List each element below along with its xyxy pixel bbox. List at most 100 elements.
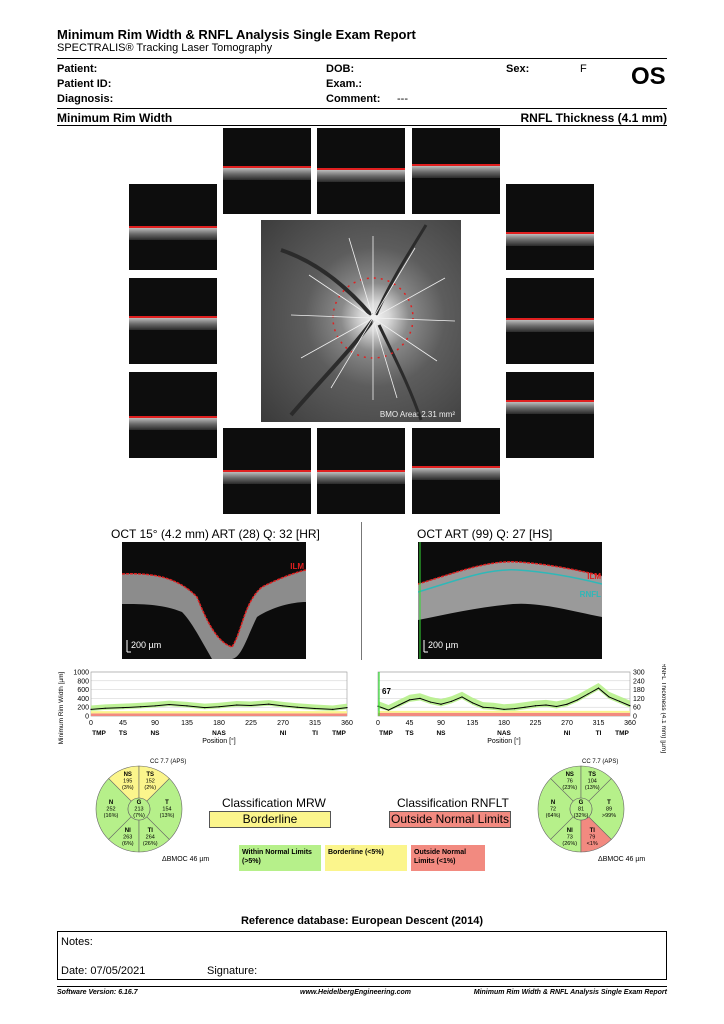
y-axis-label: Minimum Rim Width [µm] — [58, 671, 65, 744]
borderline-band — [378, 710, 630, 713]
sector-text: (26%) — [143, 841, 158, 847]
patient-label: Patient: — [57, 63, 98, 75]
mrw-section-title: Minimum Rim Width — [57, 111, 173, 125]
classification-mrw-title: Classification MRW — [222, 796, 326, 810]
oct-right-scan: 200 µm ILM RNFL — [418, 542, 602, 659]
radial-scan — [223, 128, 311, 214]
comment-value: --- — [397, 93, 408, 105]
data-point — [204, 707, 206, 709]
radial-scan — [506, 184, 594, 270]
sector-label: NS — [150, 730, 160, 737]
sector-text: 89 — [606, 807, 612, 813]
sector-label: TI — [312, 730, 318, 737]
x-tick-label: 315 — [593, 720, 605, 727]
sector-label: NS — [436, 730, 446, 737]
x-tick-label: 90 — [437, 720, 445, 727]
data-point — [408, 699, 411, 701]
data-point — [282, 705, 284, 707]
sector-text: N — [109, 800, 113, 806]
delta-value: BMOC 46 µm — [166, 856, 210, 863]
data-point — [555, 705, 558, 708]
sector-text: 81 — [578, 807, 584, 813]
x-tick-label: 225 — [530, 720, 542, 727]
rnfl-section-title: RNFL Thickness (4.1 mm) — [520, 111, 667, 125]
sector-text: NI — [125, 828, 131, 834]
data-point — [492, 707, 495, 709]
data-point — [154, 705, 156, 707]
dob-label: DOB: — [326, 63, 355, 75]
data-point — [503, 708, 505, 710]
x-tick-label: 315 — [309, 720, 321, 727]
sector-g — [127, 797, 151, 821]
sector-text: 79 — [589, 834, 595, 840]
sector-text: G — [137, 800, 142, 806]
outside-normal-band — [378, 712, 630, 716]
sector-text: (3%) — [122, 785, 134, 791]
comment-label: Comment: — [326, 93, 381, 105]
data-point — [398, 704, 400, 706]
outside-normal-band — [91, 713, 347, 716]
data-point — [576, 699, 579, 701]
legend-outside-normal: Outside Normal Limits (<1%) — [411, 845, 485, 871]
sector-text: 252 — [106, 807, 115, 813]
data-point — [534, 705, 537, 707]
sector-label: TMP — [615, 730, 629, 737]
x-axis-label: Position [°] — [202, 737, 236, 745]
sector-text: 213 — [134, 807, 143, 813]
data-point — [346, 707, 348, 709]
y-tick-label: 180 — [633, 687, 645, 694]
data-point — [268, 703, 270, 705]
x-tick-label: 90 — [151, 720, 159, 727]
eye-label: OS — [631, 63, 666, 90]
radial-scan — [129, 372, 217, 458]
sector-label: NAS — [497, 730, 511, 737]
signature-label: Signature: — [207, 965, 258, 977]
data-point — [218, 706, 220, 708]
sector-text: 195 — [123, 779, 132, 785]
data-point — [332, 708, 334, 710]
data-point — [513, 708, 516, 710]
footer-report-name: Minimum Rim Width & RNFL Analysis Single… — [473, 989, 667, 996]
sex-label: Sex: — [506, 63, 530, 75]
classification-rnflt-title: Classification RNFLT — [397, 796, 509, 810]
sector-text: (2%) — [144, 785, 156, 791]
sector-text: 264 — [146, 834, 155, 840]
sector-label: TS — [119, 730, 128, 737]
scale-bar-label: 200 µm — [428, 640, 459, 650]
y-tick-label: 0 — [633, 714, 637, 721]
data-point — [419, 697, 421, 699]
classification-mrw-value: Borderline — [209, 811, 331, 828]
sector-text: 72 — [550, 807, 556, 813]
divider — [57, 58, 667, 59]
sector-text: TI — [148, 828, 154, 834]
sex-value: F — [580, 63, 587, 75]
x-tick-label: 360 — [624, 720, 636, 727]
delta-value: BMOC 46 µm — [602, 856, 646, 863]
divider — [57, 108, 667, 109]
fundus-image: BMO Area: 2.31 mm² — [261, 220, 461, 422]
sector-text: 76 — [567, 779, 573, 785]
website: www.HeidelbergEngineering.com — [300, 989, 411, 996]
sector-text: (64%) — [546, 813, 561, 819]
mrw-sector-pie: NS195(3%)TS152(2%)N252(16%)T154(13%)NI26… — [95, 765, 183, 853]
rnfl-cc-label: CC 7.7 (APS) — [582, 759, 619, 765]
data-point — [440, 703, 442, 705]
within-normal-band — [378, 683, 630, 711]
patient-id-label: Patient ID: — [57, 78, 112, 90]
oct-left-scan: 200 µm ILM — [122, 542, 306, 659]
x-tick-label: 0 — [89, 720, 93, 727]
borderline-band — [91, 711, 347, 714]
sector-text: TS — [588, 772, 596, 778]
sector-text: 154 — [162, 807, 171, 813]
radial-scan — [506, 278, 594, 364]
ilm-label: ILM — [290, 562, 304, 571]
radial-scan — [506, 372, 594, 458]
sector-text: 73 — [567, 834, 573, 840]
divider — [57, 125, 667, 126]
sector-label: TI — [596, 730, 602, 737]
data-point — [104, 707, 106, 709]
sector-text: (23%) — [562, 785, 577, 791]
data-point — [387, 709, 390, 711]
rnfl-sector-pie: NS76(23%)TS104(13%)N72(64%)T89>99%NI73(2… — [537, 765, 625, 853]
legend-borderline: Borderline (<5%) — [325, 845, 407, 871]
